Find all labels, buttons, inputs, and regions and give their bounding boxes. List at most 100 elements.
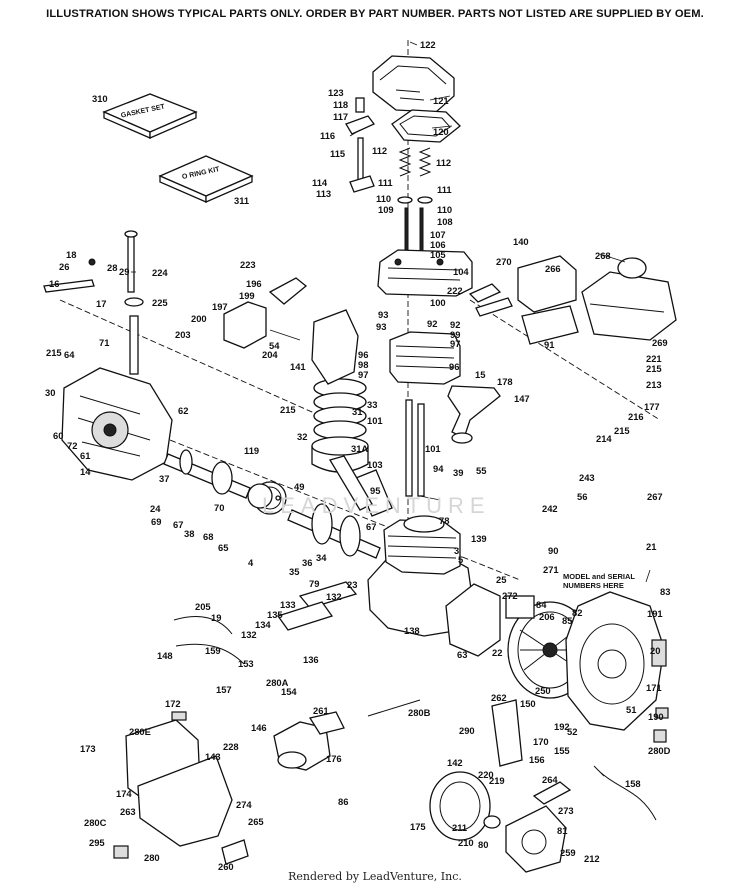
callout: 242 bbox=[542, 503, 558, 514]
governor-rod-upper bbox=[173, 616, 233, 635]
callout: 71 bbox=[99, 337, 109, 348]
dipstick bbox=[124, 230, 144, 375]
callout: 94 bbox=[433, 463, 444, 474]
assembly-axis-right bbox=[469, 299, 661, 421]
oring-kit-box bbox=[158, 155, 254, 203]
callout: 142 bbox=[447, 757, 463, 768]
callout: 210 bbox=[458, 837, 474, 848]
callout: 132 bbox=[241, 629, 257, 640]
callout: 3 bbox=[454, 545, 459, 556]
label-280 bbox=[113, 845, 129, 859]
callout: 86 bbox=[338, 796, 348, 807]
callout: 83 bbox=[660, 586, 670, 597]
callout: 38 bbox=[184, 528, 194, 539]
callout: 98 bbox=[358, 359, 368, 370]
callout: 156 bbox=[529, 754, 545, 765]
cam-gear bbox=[247, 483, 281, 509]
label-280A bbox=[651, 639, 667, 667]
callout: 99 bbox=[450, 329, 460, 340]
blower-housing bbox=[565, 591, 665, 731]
callout: 97 bbox=[358, 369, 368, 380]
callout: 93 bbox=[376, 321, 386, 332]
callout: 150 bbox=[520, 698, 536, 709]
callout: 171 bbox=[646, 682, 662, 693]
callout: 18 bbox=[66, 249, 76, 260]
callout: 32 bbox=[297, 431, 307, 442]
callout: 115 bbox=[330, 148, 345, 159]
callout: 119 bbox=[244, 445, 259, 456]
callout: 264 bbox=[542, 774, 558, 785]
callout: 191 bbox=[647, 608, 663, 619]
gasket-set-box bbox=[102, 93, 198, 139]
label-280E bbox=[171, 711, 187, 721]
callout: 90 bbox=[548, 545, 558, 556]
fuel-tank bbox=[581, 257, 677, 341]
callout: 14 bbox=[80, 466, 91, 477]
callout: 97 bbox=[450, 338, 460, 349]
callout: 260 bbox=[218, 861, 234, 872]
callout: 33 bbox=[367, 399, 377, 410]
callout: 178 bbox=[497, 376, 513, 387]
callout: 28 bbox=[107, 262, 117, 273]
callout: 221 bbox=[646, 353, 662, 364]
callout: 52 bbox=[567, 726, 577, 737]
callout: 5 bbox=[458, 554, 463, 565]
callout: 223 bbox=[240, 259, 256, 270]
diagram-header: ILLUSTRATION SHOWS TYPICAL PARTS ONLY. O… bbox=[46, 8, 704, 20]
throttle-link bbox=[367, 699, 421, 717]
callout: 103 bbox=[367, 459, 383, 470]
callout: 158 bbox=[625, 778, 641, 789]
callout: 175 bbox=[410, 821, 426, 832]
callout: 63 bbox=[457, 649, 467, 660]
callout: 91 bbox=[544, 339, 554, 350]
callout: 121 bbox=[433, 95, 449, 106]
governor-rod-lower bbox=[175, 643, 245, 665]
callout: 96 bbox=[449, 361, 459, 372]
callout: 199 bbox=[239, 290, 255, 301]
callout: 69 bbox=[151, 516, 161, 527]
exhaust-pipe bbox=[447, 385, 501, 444]
callout: 82 bbox=[572, 607, 582, 618]
callout: 228 bbox=[223, 741, 239, 752]
callout: 19 bbox=[211, 612, 221, 623]
callout: 141 bbox=[290, 361, 306, 372]
callout: 22 bbox=[492, 647, 502, 658]
ignition-module bbox=[445, 583, 535, 657]
starter-housing bbox=[505, 805, 567, 873]
callout: 273 bbox=[558, 805, 574, 816]
callout: 37 bbox=[159, 473, 169, 484]
callout: 92 bbox=[450, 319, 460, 330]
callout: 120 bbox=[433, 126, 449, 137]
starter-handle bbox=[532, 781, 572, 805]
callout: 173 bbox=[80, 743, 96, 754]
callout: 60 bbox=[53, 430, 63, 441]
wire-harness bbox=[593, 765, 657, 821]
callout: 54 bbox=[269, 340, 280, 351]
callout: 100 bbox=[430, 297, 446, 308]
callout: 134 bbox=[255, 619, 271, 630]
callout: 139 bbox=[471, 533, 487, 544]
callout: 106 bbox=[430, 239, 446, 250]
callout: 62 bbox=[178, 405, 188, 416]
callout: 35 bbox=[289, 566, 299, 577]
callout: 225 bbox=[152, 297, 168, 308]
callout: 85 bbox=[562, 615, 572, 626]
callout: 70 bbox=[214, 502, 224, 513]
model-serial-note: MODEL and SERIAL NUMBERS HERE bbox=[563, 572, 635, 590]
callout: 61 bbox=[80, 450, 90, 461]
callout: 78 bbox=[439, 515, 449, 526]
callout: 101 bbox=[367, 415, 383, 426]
valve-cover bbox=[372, 55, 455, 113]
callout: 55 bbox=[476, 465, 486, 476]
callout: 110 bbox=[437, 204, 452, 215]
callout: 261 bbox=[313, 705, 329, 716]
callout: 280B bbox=[408, 707, 431, 718]
callout: 267 bbox=[647, 491, 663, 502]
callout: 123 bbox=[328, 87, 344, 98]
callout: 262 bbox=[491, 692, 507, 703]
callout: 243 bbox=[579, 472, 595, 483]
callout: 56 bbox=[577, 491, 587, 502]
callout: 25 bbox=[496, 574, 506, 585]
part-callouts: 122 121 123 118 117 120 116 115 112 112 … bbox=[45, 39, 671, 872]
crankcase-cover bbox=[61, 367, 173, 481]
